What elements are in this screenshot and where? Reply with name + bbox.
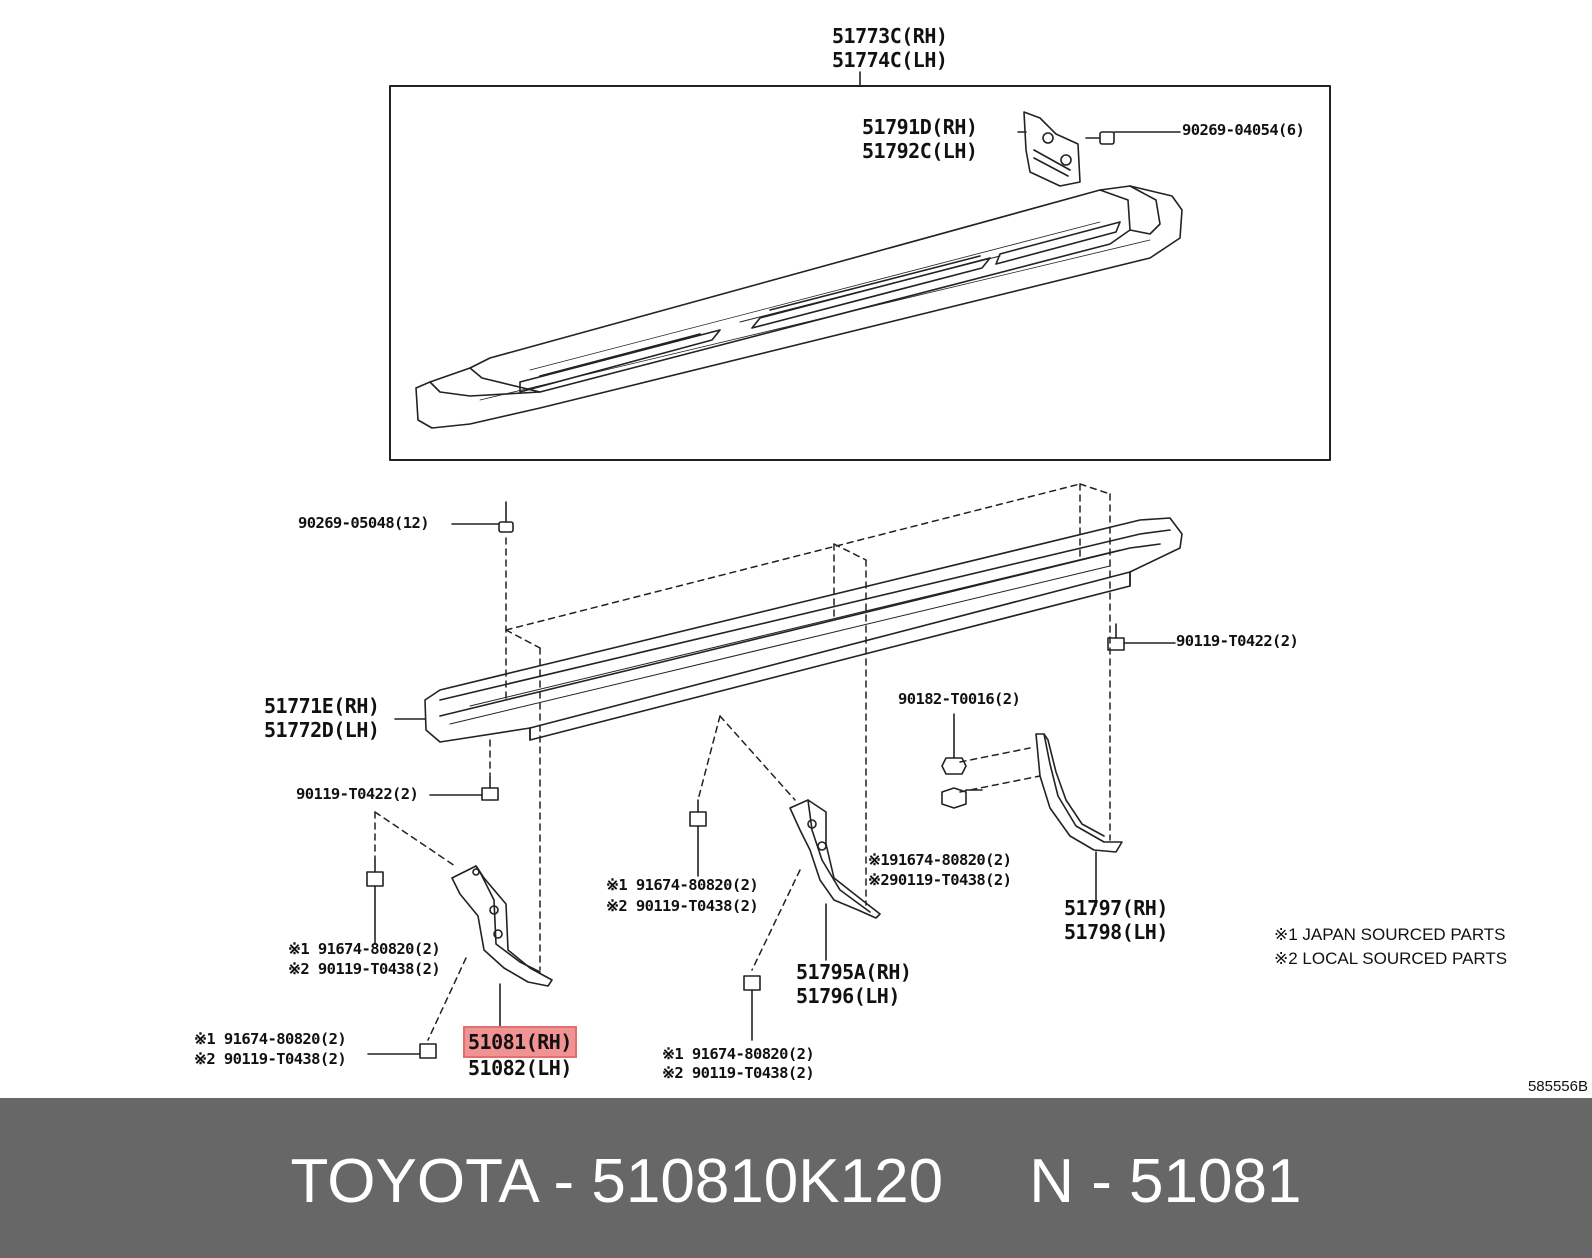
front-lh-label: 51082(LH) — [468, 1056, 572, 1080]
rear-lh-label: 51798(LH) — [1064, 920, 1168, 944]
rail-lh-label: 51772D(LH) — [264, 718, 380, 742]
dashed-guides — [374, 483, 1111, 1041]
front-bracket-drawing — [366, 859, 553, 1059]
bolt-left-mid-label: 90119-T0422(2) — [296, 785, 419, 803]
drawing-code: 585556B — [1527, 1078, 1588, 1095]
mid-right-1-label: ※191674-80820(2) — [868, 851, 1012, 869]
parts-diagram: 51773C(RH) 51774C(LH) 51791D(RH) 51792C(… — [194, 24, 1588, 1095]
bc-1-label: ※1 91674-80820(2) — [662, 1045, 815, 1063]
legend-japan: ※1 JAPAN SOURCED PARTS — [1274, 925, 1506, 944]
bolt-left-mid-drawing — [429, 775, 499, 801]
rail-rh-label: 51771E(RH) — [264, 694, 380, 718]
bc-2-label: ※2 90119-T0438(2) — [662, 1064, 815, 1082]
screw-left-drawing — [451, 501, 514, 533]
bracket-top-lh-label: 51792C(LH) — [862, 139, 978, 163]
top-bracket-drawing — [1017, 111, 1081, 187]
center-2-label: ※2 90119-T0438(2) — [606, 897, 759, 915]
bolt-right-drawing — [1107, 623, 1176, 651]
left-1-label: ※1 91674-80820(2) — [288, 940, 441, 958]
nut-right-label: 90182-T0016(2) — [898, 690, 1021, 708]
front-rh-highlight: 51081(RH) — [463, 1026, 577, 1058]
center-1-label: ※1 91674-80820(2) — [606, 876, 759, 894]
screw-top-label: 90269-04054(6) — [1182, 121, 1305, 139]
parts-illustration — [366, 71, 1331, 1059]
mid-bracket-drawing — [689, 799, 881, 1041]
rear-bracket-drawing — [1035, 733, 1123, 907]
bl-1-label: ※1 91674-80820(2) — [194, 1030, 347, 1048]
running-board-box — [389, 85, 1331, 461]
bolt-right-top-label: 90119-T0422(2) — [1176, 632, 1299, 650]
screw-left-label: 90269-05048(12) — [298, 514, 430, 532]
running-board-drawing — [415, 185, 1183, 429]
bl-2-label: ※2 90119-T0438(2) — [194, 1050, 347, 1068]
mid-bracket-lh-label: 51796(LH) — [796, 984, 900, 1008]
screw-top-drawing — [1085, 131, 1181, 145]
mid-right-2-label: ※290119-T0438(2) — [868, 871, 1012, 889]
rear-rh-label: 51797(RH) — [1064, 896, 1168, 920]
left-2-label: ※2 90119-T0438(2) — [288, 960, 441, 978]
board-lh-label: 51774C(LH) — [832, 48, 948, 72]
front-rh-label[interactable]: 51081(RH) — [463, 1026, 577, 1058]
footer-bar: TOYOTA - 510810K120 N - 51081 — [0, 1098, 1592, 1258]
nut-drawing — [941, 713, 983, 809]
side-rail-drawing — [424, 517, 1183, 743]
bracket-top-rh-label: 51791D(RH) — [862, 115, 978, 139]
legend-local: ※2 LOCAL SOURCED PARTS — [1274, 949, 1508, 968]
part-number-title: TOYOTA - 510810K120 N - 51081 — [290, 1147, 1302, 1216]
mid-bracket-rh-label: 51795A(RH) — [796, 960, 912, 984]
board-rh-label: 51773C(RH) — [832, 24, 948, 48]
